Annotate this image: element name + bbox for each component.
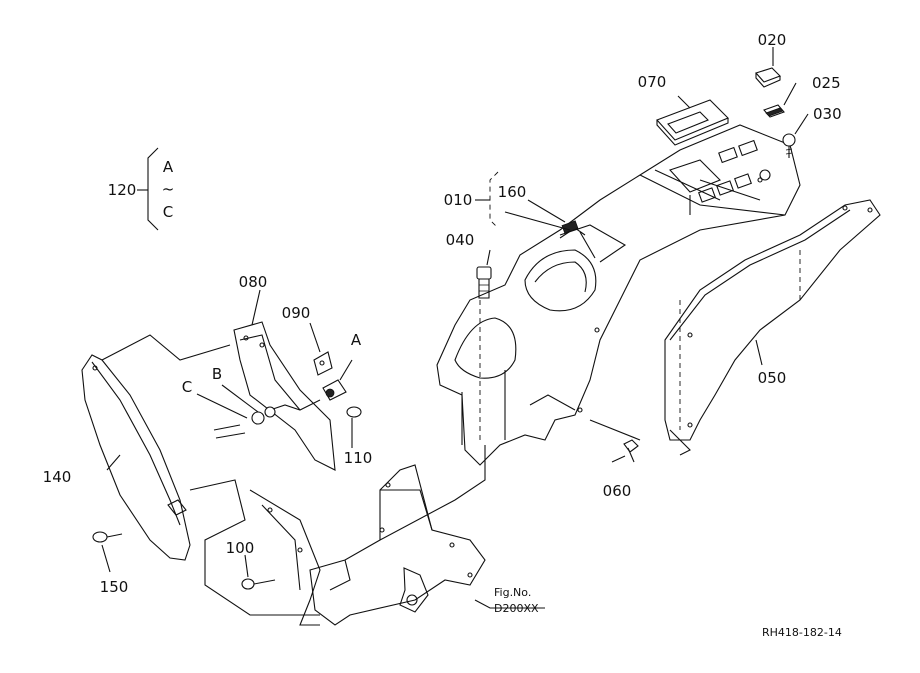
- bracket-080: [233, 321, 336, 471]
- small-cover-070: [656, 99, 729, 146]
- lower-frame: [249, 464, 486, 626]
- plug-040: [476, 266, 492, 299]
- label-010: 010: [444, 191, 473, 209]
- label-140: 140: [43, 468, 72, 486]
- leader-lines: [101, 47, 809, 616]
- label-070: 070: [638, 73, 667, 91]
- range-bracket-010: [489, 171, 499, 229]
- bolt-060: [623, 439, 639, 463]
- screw-030: [782, 133, 796, 158]
- label-080: 080: [239, 273, 268, 291]
- range-label-a: A: [163, 158, 174, 176]
- label-050: 050: [758, 369, 787, 387]
- clip-090: [313, 351, 333, 376]
- small-part-020: [755, 67, 781, 88]
- label-callout-c: C: [182, 378, 192, 396]
- range-label-c: C: [163, 203, 173, 221]
- label-110: 110: [344, 449, 373, 467]
- screw-100: [241, 578, 276, 590]
- label-callout-b: B: [212, 365, 222, 383]
- console-housing: [436, 124, 801, 466]
- label-090: 090: [282, 304, 311, 322]
- fig-ref-number: D200XX: [494, 602, 539, 615]
- label-callout-a: A: [351, 331, 362, 349]
- label-060: 060: [603, 482, 632, 500]
- side-panel-140: [81, 354, 191, 561]
- range-label-tilde: ~: [162, 180, 175, 198]
- range-bracket-120: [147, 147, 159, 231]
- label-030: 030: [813, 105, 842, 123]
- label-025: 025: [812, 74, 841, 92]
- label-040: 040: [446, 231, 475, 249]
- label-100: 100: [226, 539, 255, 557]
- switch-assembly: [213, 379, 362, 439]
- label-120: 120: [108, 181, 137, 199]
- screw-150: [92, 531, 123, 543]
- small-part-025: [763, 104, 785, 118]
- label-150: 150: [100, 578, 129, 596]
- label-160: 160: [498, 183, 527, 201]
- side-cover: [664, 199, 881, 456]
- drawing-code: RH418-182-14: [762, 626, 842, 639]
- fig-ref-title: Fig.No.: [494, 586, 531, 599]
- label-020: 020: [758, 31, 787, 49]
